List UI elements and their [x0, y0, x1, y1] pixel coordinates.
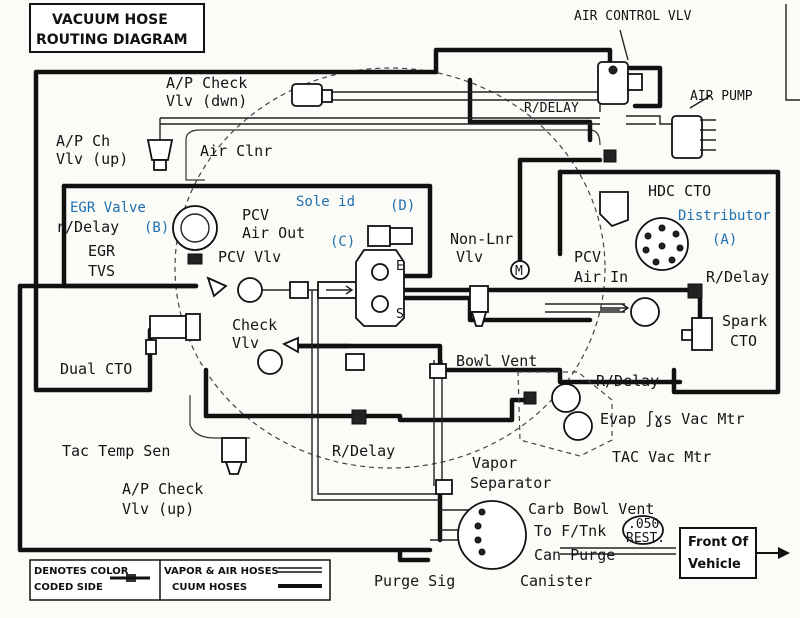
vapor-separator-label-1: Vapor [472, 454, 517, 472]
m-marker: M [515, 264, 523, 279]
vacuum-hoses [17, 47, 781, 563]
dual-cto [145, 313, 201, 355]
tac-temp-sen-label: Tac Temp Sen [62, 442, 170, 460]
pcv-vlv-label: PCV Vlv [218, 248, 281, 266]
bowl-vent-label: Bowl Vent [456, 352, 537, 370]
egr-valve-label: EGR Valve [70, 200, 146, 216]
dual-cto-label: Dual CTO [60, 360, 132, 378]
r-delay-left-label: r/Delay [56, 218, 119, 236]
spark-cto [681, 317, 713, 351]
egr-b-label: (B) [144, 220, 169, 236]
ap-check-dwn-label-2: Vlv (dwn) [166, 92, 247, 110]
r-delay-bottom-label: R/Delay [332, 442, 395, 460]
distributor-label: Distributor [678, 208, 771, 224]
title-line-2: ROUTING DIAGRAM [36, 32, 188, 48]
non-lnr-label-1: Non-Lnr [450, 230, 513, 248]
tac-vac-mtr-label: TAC Vac Mtr [612, 448, 711, 466]
spark-cto-label-1: Spark [722, 312, 767, 330]
solenoid: E S [355, 225, 413, 327]
air-clnr-label: Air Clnr [200, 142, 272, 160]
edge-fragment [785, 4, 800, 101]
front-of-vehicle-label-1: Front Of [688, 535, 748, 550]
vapor-air-hoses [159, 91, 676, 555]
vapor-separator-part [435, 479, 453, 495]
ap-check-dwn-label-1: A/P Check [166, 74, 247, 92]
pcv-air-in [600, 297, 660, 327]
r-delay-top-part [603, 149, 617, 163]
restrictor [622, 515, 664, 545]
distributor-a-label: (A) [712, 232, 737, 248]
non-lnr-valve: M [469, 260, 530, 327]
solenoid-label: Sole id [296, 194, 355, 210]
hdc-cto-label: HDC CTO [648, 182, 711, 200]
legend [29, 559, 331, 601]
evap-vac-motor [551, 383, 581, 413]
egr-valve [172, 205, 228, 298]
tvs-label: TVS [88, 262, 115, 280]
ap-ch-up-label-2: Vlv (up) [56, 150, 128, 168]
legend-denotes-2: CODED SIDE [34, 582, 103, 593]
r-delay-mid-right-label: R/Delay [596, 372, 659, 390]
can-purge-label: Can Purge [534, 546, 615, 564]
purge-sig-label: Purge Sig [374, 572, 455, 590]
air-pump [671, 95, 716, 159]
restrictor-label-1: .050 [628, 517, 659, 532]
ap-check-valve-up-bottom [221, 437, 247, 475]
canister [457, 500, 527, 570]
restrictor-label-2: REST. [626, 531, 665, 546]
carb-bowl-vent-label: Carb Bowl Vent [528, 500, 654, 518]
front-of-vehicle-label-2: Vehicle [688, 557, 741, 572]
check-vlv-label-2: Vlv [232, 334, 259, 352]
r-delay-right-part [687, 283, 703, 299]
title-line-1: VACUUM HOSE [52, 12, 168, 28]
front-of-vehicle [679, 527, 790, 579]
ap-check-up-label-1: A/P Check [122, 480, 203, 498]
solenoid-d-label: (D) [390, 198, 415, 214]
solenoid-c-label: (C) [330, 234, 355, 250]
to-f-tnk-label: To F/Tnk [534, 522, 606, 540]
check-valve [257, 336, 365, 375]
ap-check-valve-up-left [146, 139, 174, 171]
air-cleaner-outline [174, 67, 606, 469]
legend-vacuum: CUUM HOSES [172, 582, 247, 593]
r-delay-top-label: R/DELAY [524, 101, 579, 116]
canister-label: Canister [520, 572, 592, 590]
bowl-vent-part [429, 363, 447, 379]
r-delay-mid-right-part [523, 391, 537, 405]
r-delay-bottom-part [351, 409, 367, 425]
air-control-vlv-label: AIR CONTROL VLV [574, 9, 692, 24]
labels: AIR CONTROL VLV AIR PUMP R/DELAY A/P Che… [34, 9, 771, 593]
distributor [635, 217, 689, 271]
legend-denotes-1: DENOTES COLOR [34, 566, 129, 577]
tac-vac-motor [563, 411, 593, 441]
solenoid-e-marker: E [396, 259, 404, 274]
r-delay-right-label: R/Delay [706, 268, 769, 286]
air-cleaner-lower [189, 395, 250, 439]
evap-vac-mtr-label: Evap ∫ɣs Vac Mtr [600, 410, 745, 428]
pcv-air-in-label-1: PCV [574, 248, 601, 266]
spark-cto-label-2: CTO [730, 332, 757, 350]
egr-label: EGR [88, 242, 116, 260]
solenoid-s-marker: S [396, 307, 404, 322]
pcv-air-in-label-2: Air In [574, 268, 628, 286]
ap-check-up-label-2: Vlv (up) [122, 500, 194, 518]
non-lnr-label-2: Vlv [456, 248, 483, 266]
title-box: VACUUM HOSE ROUTING DIAGRAM [29, 3, 205, 53]
pcv-air-out-label-1: PCV [242, 206, 269, 224]
vapor-separator-label-2: Separator [470, 474, 551, 492]
check-vlv-label-1: Check [232, 316, 277, 334]
evap-tac-dash-outline [517, 371, 613, 457]
legend-vapor-air: VAPOR & AIR HOSES [164, 566, 279, 577]
ap-check-valve-dwn [291, 83, 333, 107]
pcv-valve [237, 277, 361, 303]
pcv-air-out-label-2: Air Out [242, 224, 305, 242]
hdc-cto [599, 191, 629, 228]
air-cleaner-housing [185, 129, 601, 181]
air-pump-label: AIR PUMP [690, 89, 753, 104]
air-control-valve [597, 29, 643, 105]
ap-ch-up-label-1: A/P Ch [56, 132, 110, 150]
